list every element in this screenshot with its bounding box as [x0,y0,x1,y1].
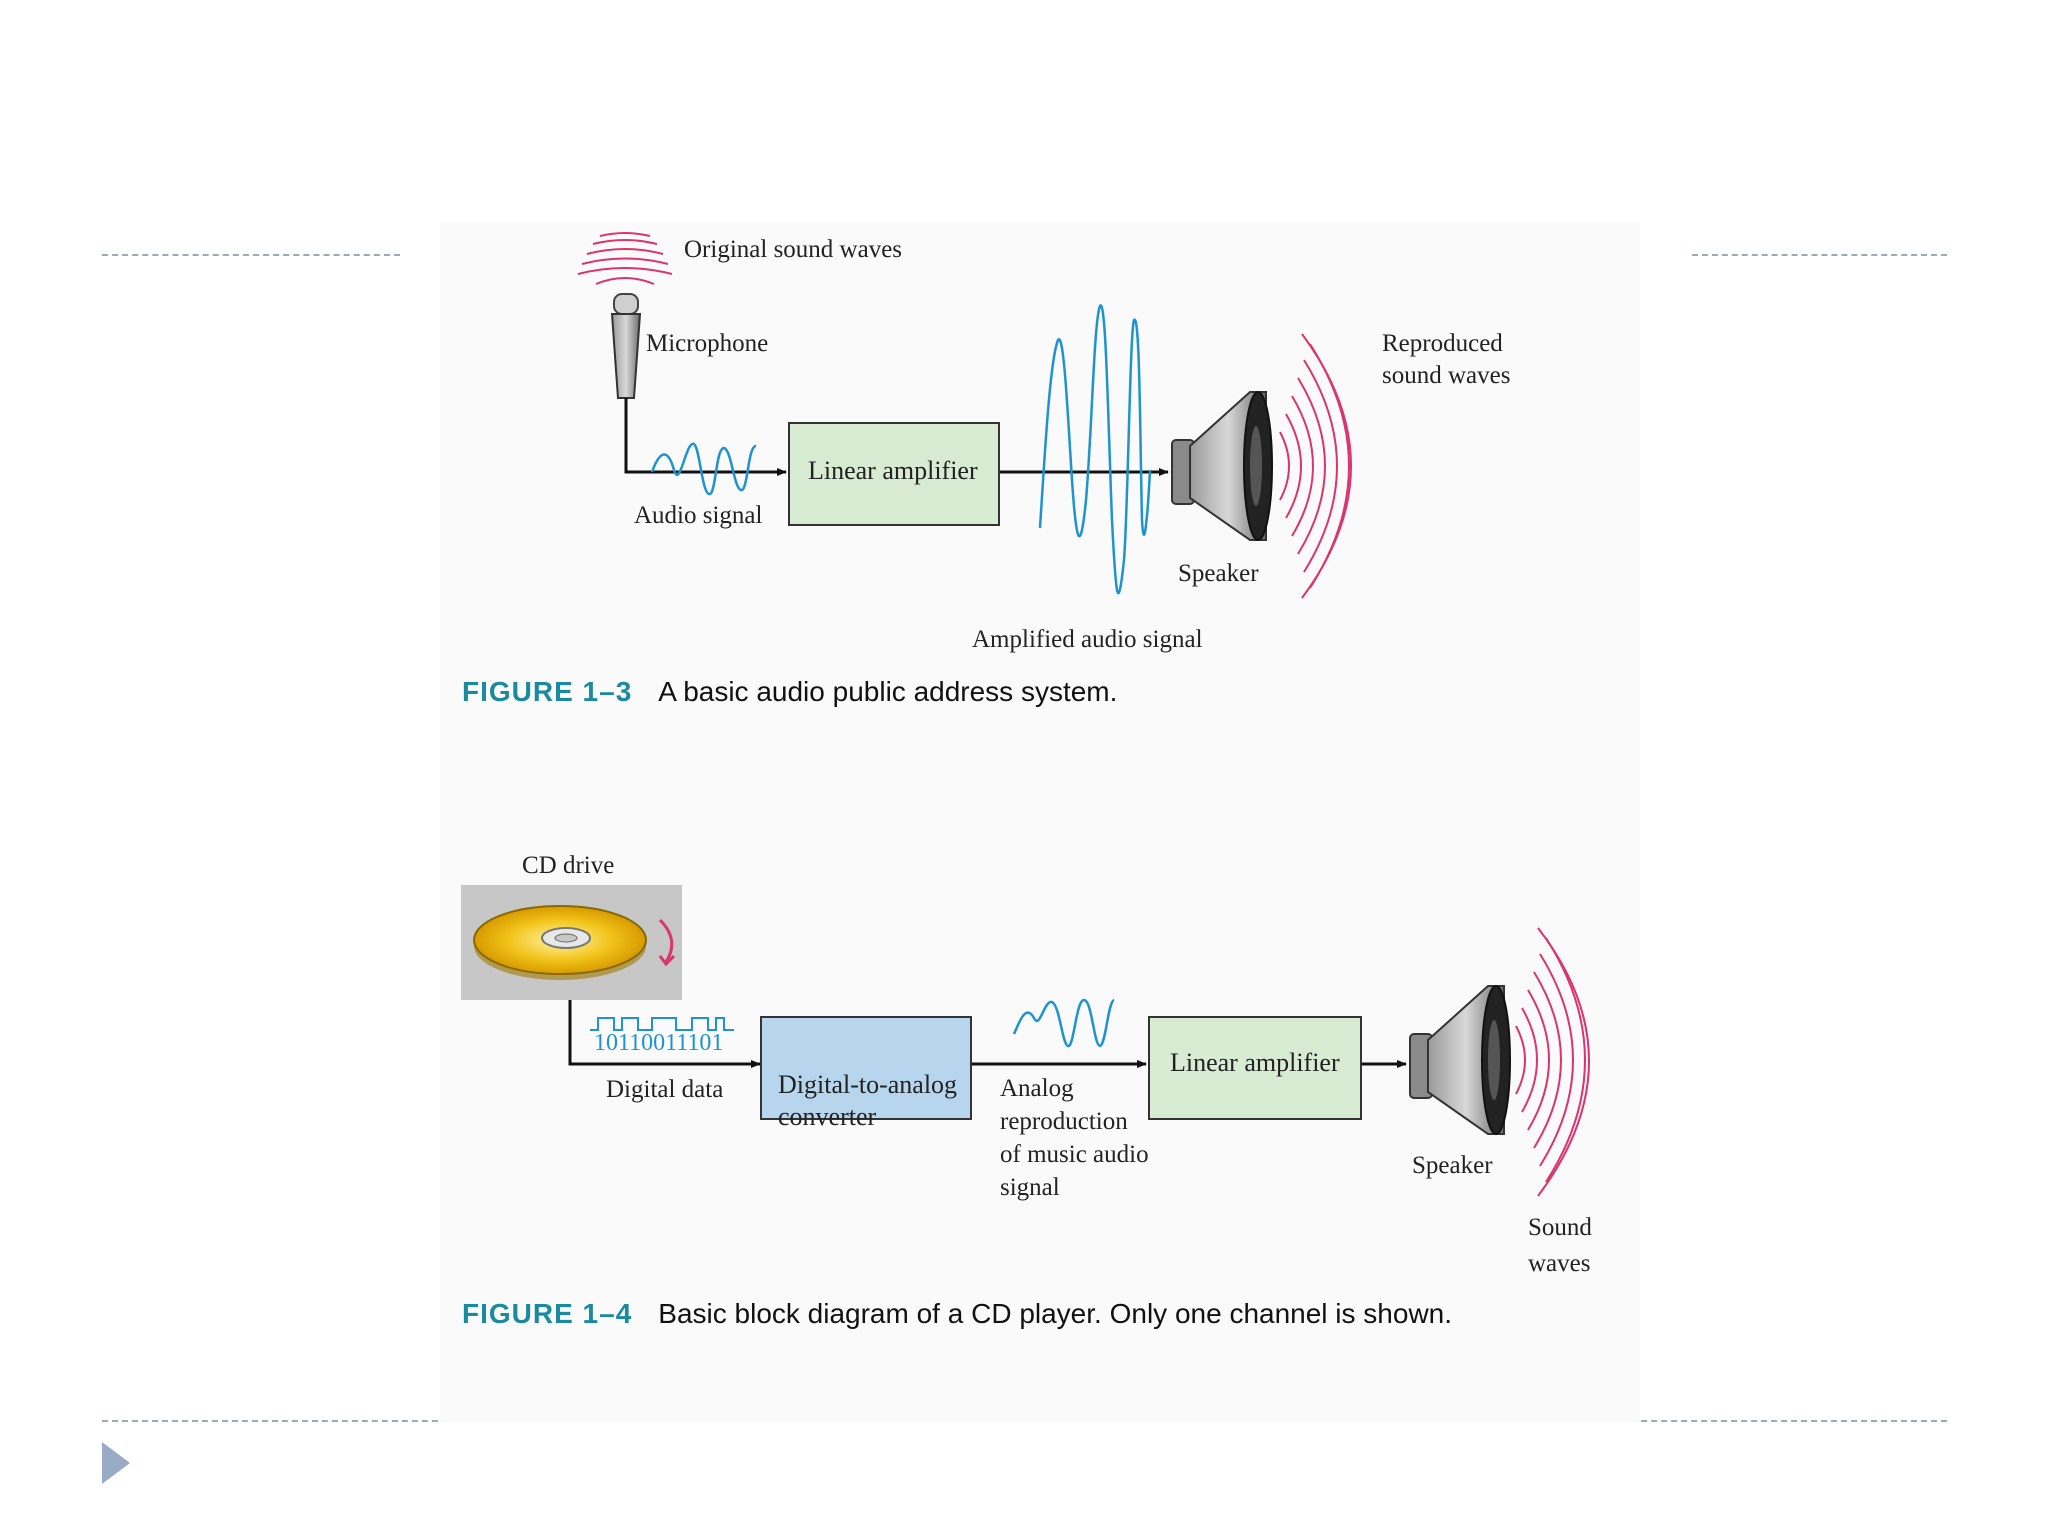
linear-amplifier-label-fig4: Linear amplifier [1170,1048,1340,1077]
speaker-label-fig3: Speaker [1178,560,1259,587]
audio-signal-wave [650,442,757,496]
cd-disc-icon [473,905,676,980]
cd-drive-label: CD drive [522,852,615,879]
figure-1-3-text: A basic audio public address system. [658,676,1118,707]
analog-reproduction-label: Analog reproduction of music audio signa… [1000,1075,1149,1201]
linear-amplifier-label: Linear amplifier [808,456,978,485]
sound-waves-label: Sound waves [1528,1214,1592,1277]
original-sound-waves-icon [577,232,673,285]
mic-wire [624,398,787,476]
microphone-label: Microphone [646,330,769,357]
digital-data-label: Digital data [606,1076,724,1103]
digital-bits-label: 10110011101 [594,1030,724,1056]
figure-1-4-number: FIGURE 1–4 [462,1298,633,1329]
speaker-icon-fig3 [1171,391,1273,541]
amplified-audio-signal-label: Amplified audio signal [972,626,1203,653]
audio-signal-label: Audio signal [634,502,763,529]
dac-block: Digital-to-analog converter [760,1016,972,1131]
figure-1-3-number: FIGURE 1–3 [462,676,633,707]
amplified-signal-wave [1038,304,1152,595]
microphone-icon [610,293,642,399]
speaker-label-fig4: Speaker [1412,1152,1493,1179]
dac-label: Digital-to-analog converter [778,1069,958,1132]
top-dash-left [102,254,400,256]
digital-pulse [590,1017,734,1031]
next-slide-icon[interactable] [102,1442,130,1484]
linear-amplifier-block-fig4: Linear amplifier [1148,1016,1362,1120]
original-sound-waves-label: Original sound waves [684,236,903,263]
reproduced-sound-waves-icon [1279,333,1352,599]
reproduced-sound-waves-label: Reproduced sound waves [1382,330,1511,389]
top-dash-right [1692,254,1947,256]
figure-1-4-caption: FIGURE 1–4 Basic block diagram of a CD pl… [462,1298,1452,1330]
linear-amplifier-block: Linear amplifier [788,422,1000,526]
figure-panel [440,222,1640,1422]
figure-1-4-text: Basic block diagram of a CD player. Only… [658,1298,1453,1329]
analog-wave [1012,998,1115,1048]
speaker-icon-fig4 [1409,985,1511,1135]
cd-output-wire [568,1000,761,1068]
sound-waves-icon [1515,927,1590,1197]
figure-1-3-caption: FIGURE 1–3 A basic audio public address s… [462,676,1117,708]
